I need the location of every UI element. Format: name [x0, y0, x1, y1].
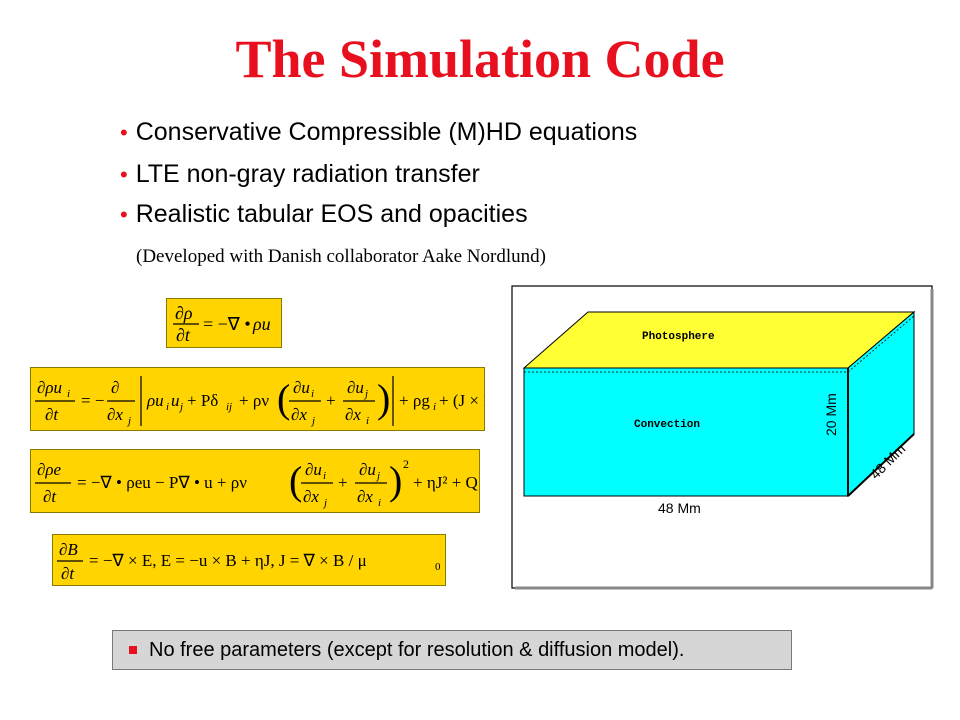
- width-dimension-label: 48 Mm: [658, 500, 701, 516]
- svg-text:∂B: ∂B: [59, 540, 78, 559]
- svg-text:j: j: [178, 401, 183, 413]
- svg-text:i: i: [67, 388, 70, 400]
- svg-text:∂u: ∂u: [293, 378, 310, 397]
- svg-text:+ (J × B): + (J × B): [439, 391, 484, 410]
- svg-text:i: i: [311, 388, 314, 400]
- svg-text:+: +: [326, 391, 336, 410]
- svg-text:j: j: [322, 497, 327, 509]
- svg-text:∂u: ∂u: [359, 460, 376, 479]
- svg-text:j: j: [126, 415, 131, 427]
- svg-text:i: i: [166, 401, 169, 413]
- svg-text:∂ρ: ∂ρ: [175, 303, 193, 323]
- bullet-item: •Realistic tabular EOS and opacities: [120, 200, 528, 228]
- svg-text:ij: ij: [226, 401, 232, 413]
- convection-label: Convection: [634, 419, 700, 431]
- photosphere-label: Photosphere: [642, 331, 715, 343]
- svg-text:∂x: ∂x: [107, 405, 123, 424]
- svg-text:∂ρu: ∂ρu: [37, 378, 62, 397]
- square-bullet-icon: [129, 646, 137, 654]
- bullet-dot-icon: •: [120, 202, 128, 227]
- svg-text:∂u: ∂u: [305, 460, 322, 479]
- footer-note-text: No free parameters (except for resolutio…: [149, 638, 685, 661]
- slide-title: The Simulation Code: [235, 29, 725, 89]
- svg-text:∂t: ∂t: [43, 487, 57, 506]
- height-dimension-label: 20 Mm: [823, 393, 839, 436]
- svg-text:= −∇ • ρeu − P∇ • u + ρν: = −∇ • ρeu − P∇ • u + ρν: [77, 473, 247, 492]
- svg-text:∂t: ∂t: [176, 325, 191, 345]
- svg-text:∂x: ∂x: [303, 487, 319, 506]
- svg-text:i: i: [378, 497, 381, 509]
- svg-text:): ): [377, 376, 390, 421]
- svg-text:= −∇ •: = −∇ •: [203, 314, 251, 334]
- svg-text:i: i: [366, 415, 369, 427]
- svg-text:): ): [389, 458, 402, 503]
- simulation-domain-diagram: Photosphere Convection 48 Mm 20 Mm 48 Mm: [508, 282, 934, 592]
- induction-equation: ∂B ∂t = −∇ × E, E = −u × B + ηJ, J = ∇ ×…: [52, 534, 446, 586]
- svg-text:+ ρg: + ρg: [399, 391, 430, 410]
- bullet-item: •LTE non-gray radiation transfer: [120, 160, 480, 188]
- photosphere-face: [522, 311, 916, 369]
- svg-text:∂x: ∂x: [345, 405, 361, 424]
- svg-text:j: j: [363, 388, 368, 400]
- svg-text:= −∇ × E, E = −u × B + ηJ,: = −∇ × E, E = −u × B + ηJ, J = ∇ × B / μ: [89, 551, 367, 570]
- svg-text:∂ρe: ∂ρe: [37, 460, 62, 479]
- svg-text:∂t: ∂t: [45, 405, 59, 424]
- footer-note-box: No free parameters (except for resolutio…: [112, 630, 792, 670]
- svg-text:(: (: [277, 376, 290, 421]
- svg-text:∂x: ∂x: [357, 487, 373, 506]
- svg-text:0: 0: [435, 561, 441, 573]
- svg-text:+ Pδ: + Pδ: [187, 391, 218, 410]
- svg-text:u: u: [171, 391, 180, 410]
- bullet-dot-icon: •: [120, 120, 128, 145]
- svg-text:+ ρν: + ρν: [239, 391, 269, 410]
- convection-face: [523, 367, 849, 497]
- svg-text:2: 2: [403, 457, 409, 471]
- svg-text:j: j: [375, 470, 380, 482]
- svg-text:+: +: [338, 473, 348, 492]
- svg-text:(: (: [289, 458, 302, 503]
- bullet-dot-icon: •: [120, 162, 128, 187]
- bullet-item: •Conservative Compressible (M)HD equatio…: [120, 118, 638, 146]
- svg-text:∂x: ∂x: [291, 405, 307, 424]
- svg-text:∂u: ∂u: [347, 378, 364, 397]
- svg-text:i: i: [433, 401, 436, 413]
- svg-text:= −: = −: [81, 391, 104, 410]
- svg-text:+ ηJ² + Q: + ηJ² + Q: [413, 473, 478, 492]
- collaborator-note: (Developed with Danish collaborator Aake…: [136, 246, 546, 267]
- svg-text:ρu: ρu: [252, 314, 271, 334]
- svg-text:∂: ∂: [111, 378, 119, 397]
- svg-text:i: i: [323, 470, 326, 482]
- svg-text:j: j: [310, 415, 315, 427]
- svg-text:ρu: ρu: [146, 391, 164, 410]
- svg-text:∂t: ∂t: [61, 564, 75, 583]
- continuity-equation: ∂ρ ∂t = −∇ • ρu: [166, 298, 282, 348]
